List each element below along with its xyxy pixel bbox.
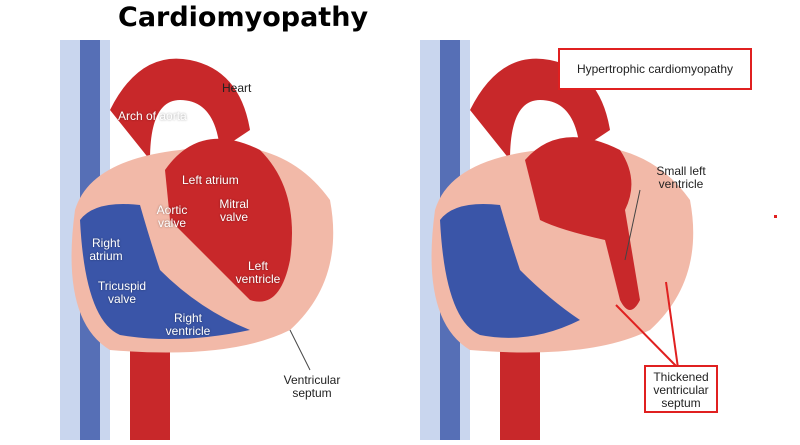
label-left-atrium: Left atrium [182, 173, 239, 187]
label-mitral-valve: Mitral valve [219, 197, 249, 224]
label-small-left-ventricle: Small left ventricle [656, 164, 706, 191]
label-heart: Heart [222, 81, 252, 95]
normal-heart-illustration [60, 40, 334, 440]
label-right-ventricle: Right ventricle [165, 311, 211, 338]
label-tricuspid-valve: Tricuspid valve [97, 279, 147, 306]
label-left-ventricle: Left ventricle [235, 259, 281, 286]
label-ventricular-septum: Ventricular septum [283, 373, 341, 400]
label-aortic-valve: Aortic valve [156, 203, 188, 230]
label-arch-of-aorta: Arch of aorta [118, 109, 187, 123]
hypertrophic-heart-illustration [420, 40, 694, 440]
condition-label-box: Hypertrophic cardiomyopathy [558, 48, 752, 90]
thickened-septum-label-box: Thickened ventricular septum [644, 365, 718, 413]
label-right-atrium: Right atrium [89, 236, 123, 263]
page-title: Cardiomyopathy [118, 2, 369, 33]
